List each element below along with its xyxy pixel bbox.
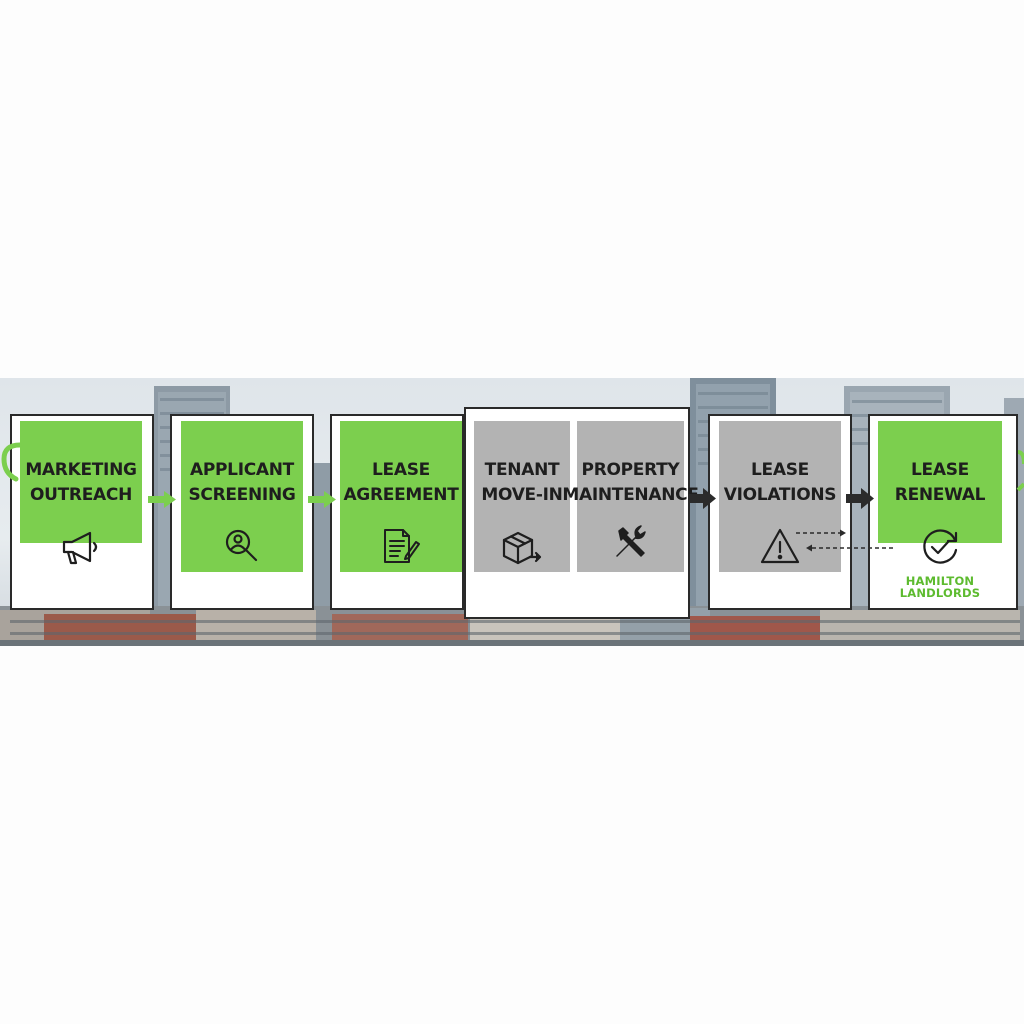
warning-icon [758, 524, 802, 568]
stage-label: MARKETING OUTREACH [25, 460, 137, 505]
box-arrow-icon [500, 526, 544, 570]
stage-label: APPLICANT SCREENING [188, 460, 296, 505]
stage-tile-lease-renewal[interactable]: LEASE RENEWAL [878, 421, 1002, 543]
logo-line-2: LANDLORDS [899, 586, 981, 600]
logo-line-1: HAMILTON [905, 574, 975, 588]
search-user-icon [220, 524, 264, 568]
stage-label: LEASE VIOLATIONS [723, 460, 837, 505]
stage-label: LEASE RENEWAL [894, 460, 986, 505]
stage-label: LEASE AGREEMENT [343, 460, 459, 505]
stage-tile-applicant-screening[interactable]: APPLICANT SCREENING [181, 421, 303, 572]
stage-tile-property-maintenance[interactable]: PROPERTY MAINTENANCE [562, 421, 699, 572]
tools-icon [610, 522, 654, 566]
stage-tile-marketing-outreach[interactable]: MARKETING OUTREACH [20, 421, 142, 543]
renew-check-icon [918, 524, 962, 568]
document-pen-icon [380, 524, 424, 568]
stage-label: PROPERTY MAINTENANCE [562, 460, 699, 505]
hamilton-landlords-logo: HAMILTON LANDLORDS [878, 575, 1002, 599]
stage-label: TENANT MOVE-IN [481, 460, 563, 505]
stage-tile-tenant-move-in[interactable]: TENANT MOVE-IN [474, 421, 570, 572]
megaphone-icon [58, 526, 102, 570]
